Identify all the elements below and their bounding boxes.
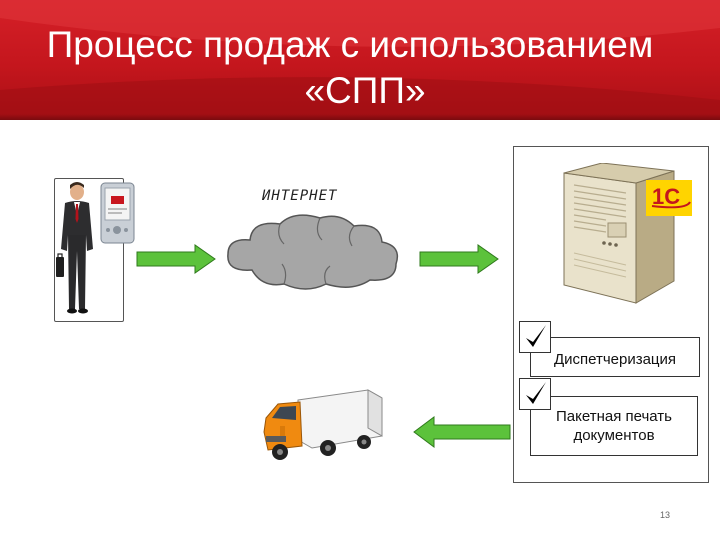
header-shadow [0,114,720,120]
truck-icon [263,389,383,460]
arrow-right-icon [419,244,499,274]
pda-icon [100,182,135,244]
slide-header: Процесс продаж с использованием «СПП» [0,0,720,120]
checkmark-icon [526,325,546,347]
internet-label: ИНТЕРНЕТ [262,188,338,204]
task-label: Диспетчеризация [553,351,677,368]
title-line-1: Процесс продаж с использованием [46,24,654,65]
arrow-right-icon [136,244,216,274]
title-line-2: «СПП» [304,70,426,111]
task-batch-printing: Пакетная печать документов [530,396,698,456]
businessman-icon [56,182,93,314]
page-number: 13 [660,510,671,520]
server-icon [563,163,675,304]
checkbox-batch-printing [519,378,551,410]
checkmark-icon [526,382,546,404]
task-label: Пакетная печать документов [556,408,672,444]
header-decoration [0,0,720,120]
slide-title: Процесс продаж с использованием «СПП» [0,22,720,114]
1c-logo-text: 1С [652,184,680,209]
checkbox-dispatching [519,321,551,353]
task-dispatching: Диспетчеризация [530,337,700,377]
1c-logo: 1С [646,180,692,216]
cloud-icon [227,214,399,290]
arrow-left-icon [413,416,511,448]
